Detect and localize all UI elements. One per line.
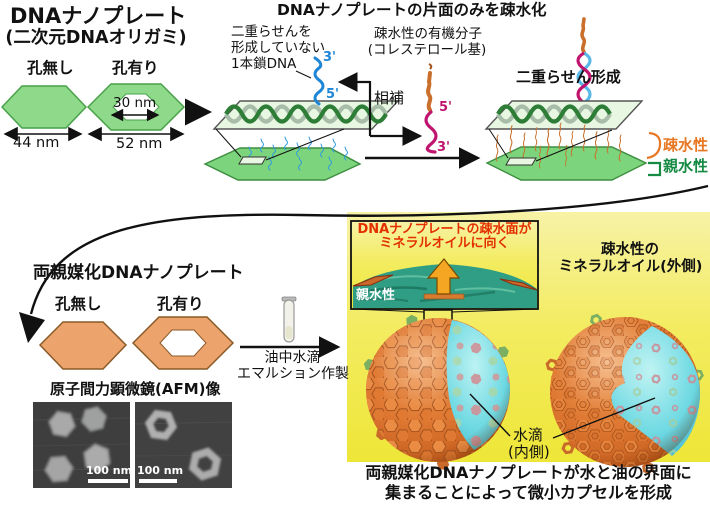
ssdna-label-2: 形成していない bbox=[231, 40, 326, 56]
oil-label-2: ミネラルオイル(外側) bbox=[558, 259, 703, 275]
helix-strand-green bbox=[224, 104, 388, 124]
dim-52nm: 52 nm bbox=[116, 136, 163, 152]
lens-line-left bbox=[215, 128, 242, 158]
hydrophilic-bracket bbox=[648, 161, 662, 177]
inset-hydrophilic-label: 親水性 bbox=[356, 288, 396, 303]
afm-title: 原子間力顕微鏡(AFM)像 bbox=[50, 380, 221, 398]
label-hydrophilic: 親水性 bbox=[663, 157, 709, 175]
helix-strand-gray-right bbox=[496, 104, 612, 124]
label-with-hole-orange: 孔有り bbox=[157, 295, 204, 313]
caption-line-1: 両親媒化DNAナノプレートが水と油の界面に bbox=[365, 463, 692, 482]
lens-line-left-right bbox=[488, 128, 509, 159]
test-tube-icon bbox=[281, 296, 297, 343]
plate-ssdna-assembly bbox=[203, 56, 400, 181]
complementary-connector bbox=[337, 72, 423, 146]
duplex-strand-magenta bbox=[576, 51, 592, 105]
subtitle-2d-origami: (二次元DNAオリガミ) bbox=[5, 28, 187, 48]
amphiphilic-hexagons bbox=[38, 316, 235, 370]
process-label-2: エマルション作製 bbox=[237, 366, 349, 382]
pink-3prime: 3' bbox=[437, 140, 451, 155]
capsule-sphere-ring bbox=[544, 312, 705, 476]
capsule-sphere-solid bbox=[362, 313, 510, 471]
free-ssdna-magenta bbox=[424, 110, 438, 154]
ssdna-label-3: 1本鎖DNA bbox=[231, 56, 297, 72]
swoosh-arrowhead bbox=[19, 312, 45, 343]
ssdna-label-1: 二重らせんを bbox=[231, 24, 312, 40]
zoom-lens-rect bbox=[238, 156, 267, 165]
label-with-hole: 孔有り bbox=[112, 59, 159, 77]
free-ssdna-blue bbox=[313, 56, 325, 106]
section-title-hydrophobization: DNAナノプレートの片面のみを疎水化 bbox=[277, 1, 547, 19]
afm-panel-left bbox=[32, 402, 131, 488]
blue-3prime: 3' bbox=[323, 50, 337, 65]
cholesterol-label-2: (コレステロール基) bbox=[367, 42, 487, 58]
lens-line-right-right bbox=[535, 129, 613, 162]
label-complementary: 相補 bbox=[374, 89, 405, 107]
inset-caption-2: ミネラルオイルに向く bbox=[379, 236, 510, 251]
process-label-1: 油中水滴 bbox=[264, 350, 321, 366]
orange-hexagon-hole bbox=[159, 329, 207, 357]
green-plate-hydrophilic bbox=[203, 147, 362, 181]
label-no-hole-orange: 孔無し bbox=[55, 295, 102, 313]
cholesterol-label-1: 疎水性の有機分子 bbox=[374, 26, 482, 42]
dim-44nm: 44 nm bbox=[13, 135, 60, 151]
scalebar-left bbox=[88, 479, 128, 483]
label-hydrophobic: 疎水性 bbox=[663, 136, 709, 154]
inset-lens-line-right bbox=[451, 308, 539, 313]
label-no-hole: 孔無し bbox=[27, 59, 74, 77]
water-pointer-left bbox=[469, 393, 511, 437]
dim-30nm: 30 nm bbox=[113, 95, 157, 111]
water-droplet-label-2: (内側) bbox=[508, 443, 550, 461]
label-duplex-formation: 二重らせん形成 bbox=[516, 68, 621, 86]
lens-line-right bbox=[265, 128, 345, 161]
orange-hexagon-solid bbox=[38, 321, 128, 370]
afm-scale-left: 100 nm bbox=[86, 464, 133, 477]
zoom-lens-rect-right bbox=[505, 157, 537, 166]
cholesterol-hook bbox=[428, 63, 433, 70]
hydrophobic-bracket bbox=[646, 131, 662, 160]
inset-interface-picture bbox=[352, 258, 538, 308]
caption-line-2: 集まることによって微小カプセルを形成 bbox=[385, 483, 672, 502]
scalebar-right bbox=[139, 479, 177, 483]
green-hexagon-solid bbox=[0, 85, 88, 129]
oil-label-1: 疎水性の bbox=[601, 242, 659, 258]
green-plate-hydrophobized bbox=[485, 146, 648, 181]
swoosh-arrow bbox=[19, 184, 709, 343]
helix-strand-green-right bbox=[496, 104, 612, 124]
duplex-plate-assembly bbox=[484, 17, 662, 181]
water-droplet-label-1: 水滴 bbox=[513, 426, 544, 444]
afm-panel-right bbox=[134, 402, 233, 488]
up-arrow-icon bbox=[426, 258, 461, 295]
cholesterol-rod-top bbox=[580, 17, 587, 54]
ssdna-pointer-line bbox=[295, 70, 312, 79]
capsule-inset bbox=[350, 220, 539, 323]
nanoplate-hexagons bbox=[0, 83, 212, 142]
inset-caption-1: DNAナノプレートの疎水面が bbox=[357, 222, 532, 237]
cholesterol-dna-conjugate bbox=[424, 63, 438, 154]
blue-5prime: 5' bbox=[326, 87, 340, 102]
title-dna-nanoplate: DNAナノプレート bbox=[10, 4, 187, 28]
inset-lens-line-left bbox=[352, 308, 425, 313]
pink-5prime: 5' bbox=[439, 100, 453, 115]
cholesterol-rod bbox=[426, 71, 433, 112]
duplex-strand-blue bbox=[576, 51, 592, 105]
water-pointer-right bbox=[552, 397, 656, 439]
afm-scale-right: 100 nm bbox=[137, 464, 184, 477]
title-amphiphilic-nanoplate: 両親媒化DNAナノプレート bbox=[33, 263, 244, 283]
